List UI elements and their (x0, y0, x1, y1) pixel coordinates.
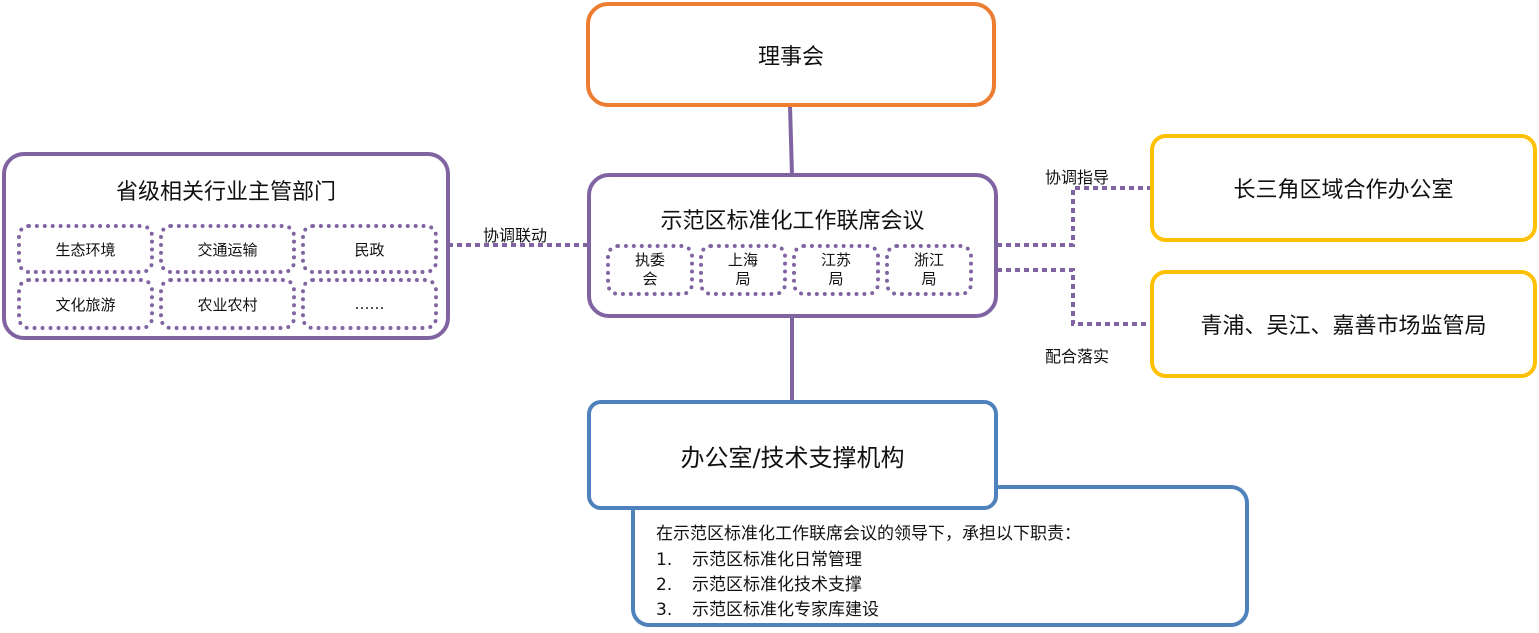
provincial-title: 省级相关行业主管部门 (115, 180, 336, 205)
council-to-meeting-line (788, 105, 794, 176)
market-bureaus-title: 青浦、吴江、嘉善市场监管局 (1200, 314, 1487, 339)
dept-item: 农业农村 (159, 278, 296, 330)
joint-meeting-title: 示范区标准化工作联席会议 (660, 209, 925, 234)
market-bureaus-box: 青浦、吴江、嘉善市场监管局 (1150, 270, 1537, 378)
coordinate-guide-label: 协调指导 (1045, 168, 1110, 187)
dept-item: 文化旅游 (17, 278, 154, 330)
dept-item: 交通运输 (159, 224, 296, 274)
dept-item: …… (301, 278, 438, 330)
council-box: 理事会 (586, 2, 996, 107)
duty-item: 3.示范区标准化专家库建设 (656, 600, 879, 620)
council-title: 理事会 (757, 44, 824, 70)
meeting-member-executive: 执委 会 (606, 244, 694, 296)
duties-intro: 在示范区标准化工作联席会议的领导下，承担以下职责： (656, 524, 1081, 544)
dept-item: 生态环境 (17, 224, 154, 274)
meeting-member-shanghai: 上海 局 (699, 244, 787, 296)
meeting-member-zhejiang: 浙江 局 (885, 244, 973, 296)
coordinate-link-label: 协调联动 (483, 226, 548, 245)
meeting-member-jiangsu: 江苏 局 (792, 244, 880, 296)
cooperate-implement-label: 配合落实 (1045, 347, 1110, 366)
meeting-to-bureaus-dotted-line (997, 268, 1150, 326)
joint-meeting-box: 示范区标准化工作联席会议 执委 会 上海 局 江苏 局 浙江 局 (587, 173, 998, 318)
meeting-to-yrd-dotted-line (997, 186, 1150, 247)
yrd-office-title: 长三角区域合作办公室 (1233, 178, 1454, 203)
provincial-departments-box: 省级相关行业主管部门 生态环境 交通运输 民政 文化旅游 农业农村 …… (2, 152, 450, 340)
duty-item: 1.示范区标准化日常管理 (656, 550, 862, 570)
dept-item: 民政 (301, 224, 438, 274)
office-tech-support-box: 办公室/技术支撑机构 (587, 400, 998, 510)
office-title: 办公室/技术支撑机构 (680, 443, 905, 472)
yrd-cooperation-office-box: 长三角区域合作办公室 (1150, 134, 1537, 242)
duty-item: 2.示范区标准化技术支撑 (656, 575, 862, 595)
